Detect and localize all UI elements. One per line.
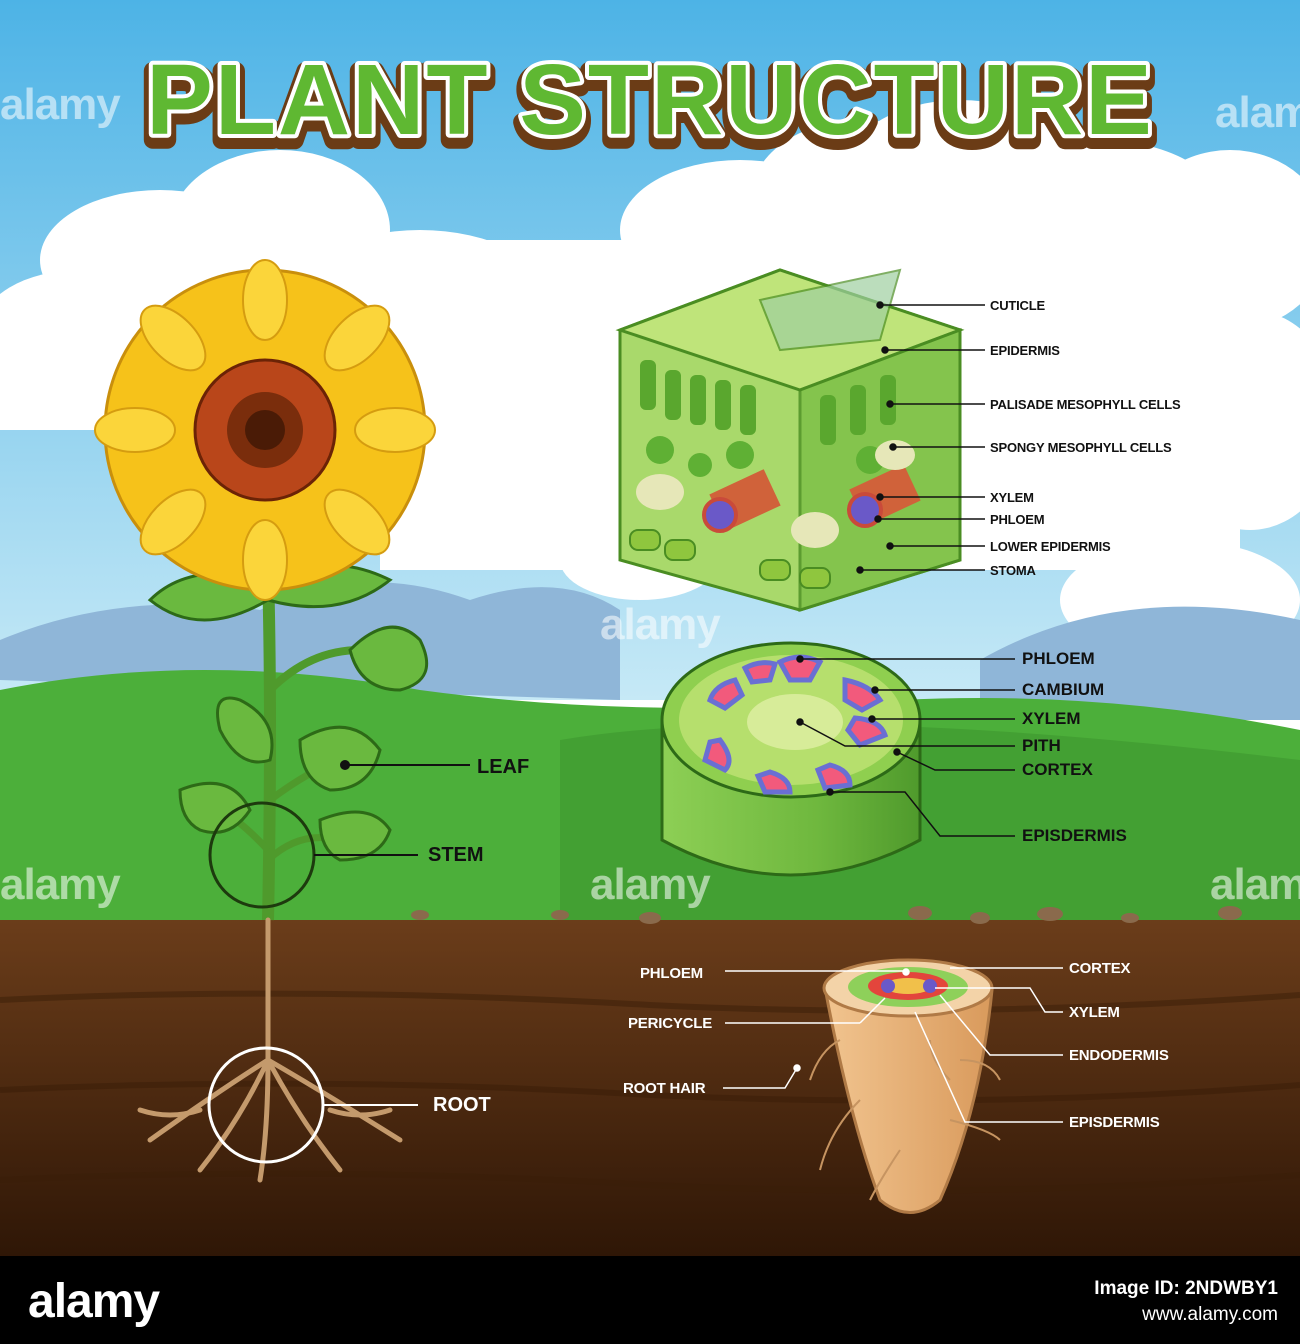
sunflower-head <box>94 259 436 601</box>
leaf-spongy-label: SPONGY MESOPHYLL CELLS <box>990 440 1172 455</box>
leaf-epidermis-label: EPIDERMIS <box>990 343 1060 358</box>
leaf-cross-section <box>615 268 965 613</box>
pebbles <box>411 906 1242 924</box>
page-title-outline: PLANT STRUCTURE <box>146 44 1154 156</box>
root-epidermis-label: EPISDERMIS <box>1069 1114 1160 1131</box>
root-phloem-label: PHLOEM <box>640 965 703 982</box>
leaf-section-leaders <box>856 301 985 574</box>
root-section-leaders <box>723 967 1063 1123</box>
root-hair-label: ROOT HAIR <box>623 1080 706 1097</box>
stem-xylem-label: XYLEM <box>1022 709 1081 728</box>
root-endodermis-label: ENDODERMIS <box>1069 1047 1169 1064</box>
stem-epidermis-label: EPISDERMIS <box>1022 826 1127 845</box>
footer-bar: alamy Image ID: 2NDWBY1 www.alamy.com <box>0 1256 1300 1344</box>
footer-logo: alamy <box>28 1275 160 1328</box>
soil <box>0 920 1300 1260</box>
watermark: alamy <box>600 600 721 649</box>
stem-pith-label: PITH <box>1022 736 1061 755</box>
leaf-phloem-label: PHLOEM <box>990 512 1045 527</box>
stem-phloem-label: PHLOEM <box>1022 649 1095 668</box>
page-title-shadow: PLANT STRUCTURE <box>146 50 1154 162</box>
page-title: PLANT STRUCTURE PLANT STRUCTURE PLANT ST… <box>140 40 1160 170</box>
leaf-stoma-label: STOMA <box>990 563 1036 578</box>
watermark: alamy <box>1215 88 1300 137</box>
stem-section-leaders <box>796 655 1015 837</box>
stem-cambium-label: CAMBIUM <box>1022 680 1105 699</box>
watermark: alamy <box>590 860 711 909</box>
root-xylem-label: XYLEM <box>1069 1004 1120 1021</box>
footer-meta: Image ID: 2NDWBY1 www.alamy.com <box>1094 1278 1278 1326</box>
footer-url: www.alamy.com <box>1142 1304 1278 1325</box>
watermark: alamy <box>1210 860 1300 909</box>
leaf-label: LEAF <box>477 756 530 778</box>
leaf-xylem-label: XYLEM <box>990 490 1034 505</box>
leaf-cuticle-label: CUTICLE <box>990 298 1045 313</box>
root-tip-cross-section <box>809 958 1001 1214</box>
stem-label: STEM <box>428 844 484 866</box>
stem-cortex-label: CORTEX <box>1022 760 1093 779</box>
mountains <box>0 582 1300 720</box>
root-label: ROOT <box>433 1094 491 1116</box>
root-pericycle-label: PERICYCLE <box>628 1015 713 1032</box>
stem-cross-section <box>660 641 922 877</box>
root-cortex-label: CORTEX <box>1069 960 1131 977</box>
watermark: alamy <box>0 80 121 129</box>
sunflower-roots <box>137 917 403 1183</box>
image-id: Image ID: 2NDWBY1 <box>1094 1278 1278 1299</box>
leaf-palisade-label: PALISADE MESOPHYLL CELLS <box>990 397 1181 412</box>
leaf-lower-epidermis-label: LOWER EPIDERMIS <box>990 539 1111 554</box>
plant-leaders <box>314 760 470 1106</box>
watermark: alamy <box>0 860 121 909</box>
soil-layers <box>0 990 1300 1194</box>
page-title-fill: PLANT STRUCTURE <box>146 44 1154 156</box>
